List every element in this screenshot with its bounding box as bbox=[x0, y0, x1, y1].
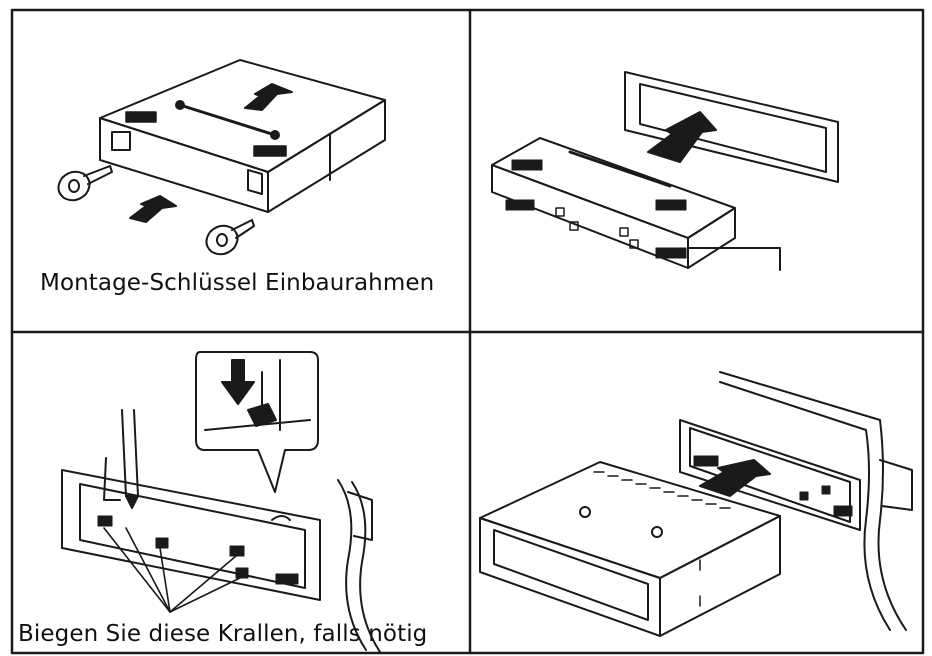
dashboard-opening bbox=[679, 371, 913, 631]
dashboard-sleeve bbox=[61, 409, 381, 653]
arrow-icon bbox=[244, 83, 293, 111]
panel-3-drawing bbox=[61, 351, 381, 653]
panel-grid bbox=[10, 8, 925, 655]
head-unit bbox=[479, 461, 781, 637]
arrow-icon bbox=[129, 195, 177, 223]
detail-callout bbox=[195, 351, 319, 493]
panel-1-caption: Montage-Schlüssel Einbaurahmen bbox=[40, 270, 435, 296]
panel-3-caption: Biegen Sie diese Krallen, falls nötig bbox=[18, 621, 428, 647]
key-icon bbox=[57, 165, 113, 202]
arrow-icon bbox=[647, 111, 717, 163]
panel-4-drawing bbox=[479, 371, 913, 637]
panel-1-drawing bbox=[57, 59, 386, 256]
arrow-icon bbox=[699, 459, 771, 497]
key-icon bbox=[205, 219, 255, 256]
mounting-sleeve bbox=[491, 137, 781, 271]
claw-pointer-lines bbox=[103, 527, 241, 613]
trim-ring bbox=[624, 71, 839, 183]
panel-2-drawing bbox=[491, 71, 839, 271]
mounting-frame-sleeve bbox=[99, 59, 386, 213]
